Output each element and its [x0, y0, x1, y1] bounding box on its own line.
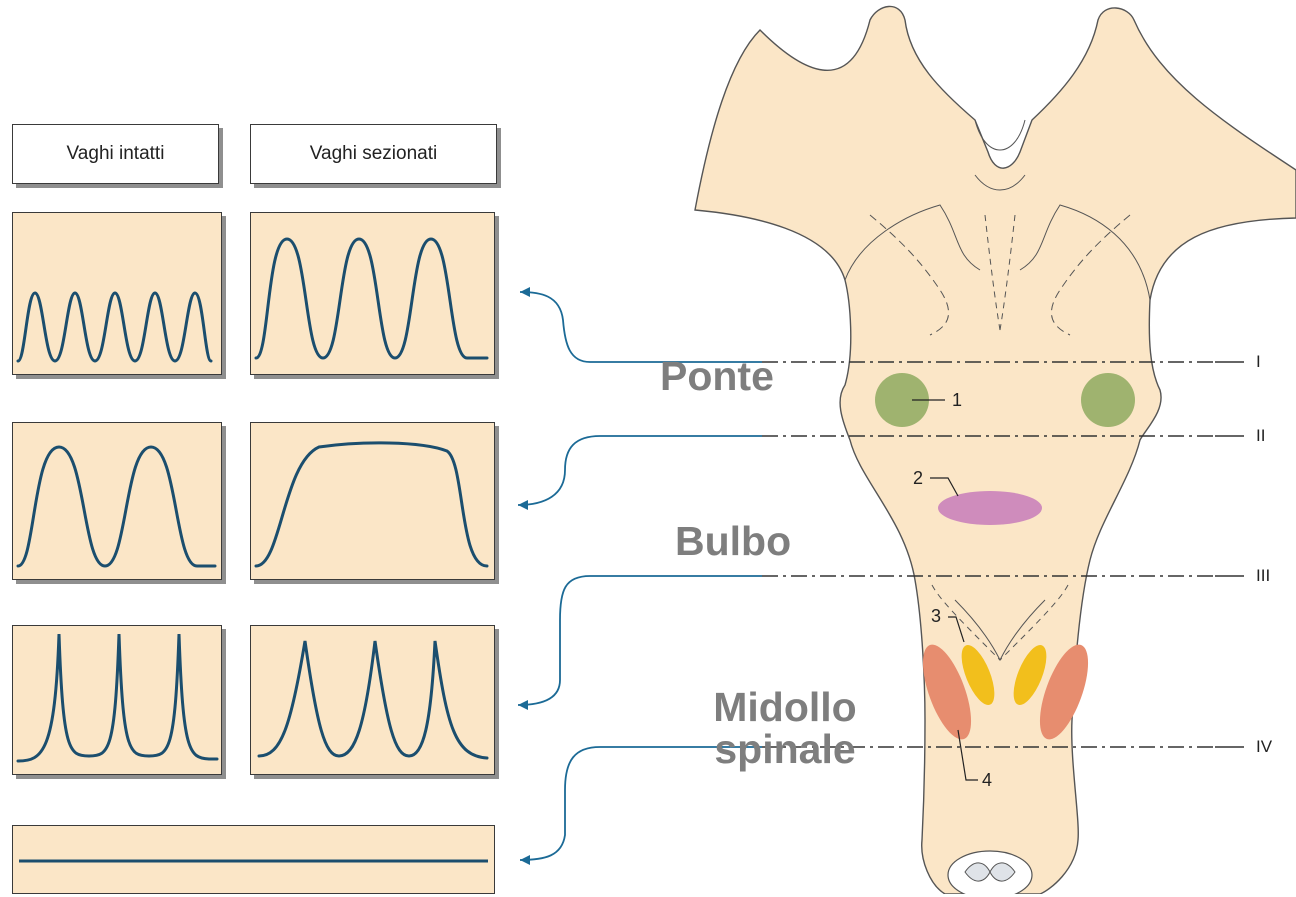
- region-label-spinal-line2: spinale: [690, 728, 880, 770]
- region-label-pons: Ponte: [660, 355, 810, 397]
- level-label-4: IV: [1256, 737, 1272, 757]
- level-label-1: I: [1256, 352, 1261, 372]
- level-label-2: II: [1256, 426, 1265, 446]
- level-label-3: III: [1256, 566, 1270, 586]
- structure-number-2: 2: [913, 468, 923, 488]
- structure-number-3: 3: [931, 606, 941, 626]
- structure-number-1: 1: [952, 390, 962, 410]
- region-label-medulla: Bulbo: [675, 520, 825, 562]
- structure-1-right: [1081, 373, 1135, 427]
- region-label-spinal-line1: Midollo: [690, 686, 880, 728]
- region-label-spinal-cord: Midollo spinale: [690, 686, 880, 770]
- structure-number-4: 4: [982, 770, 992, 790]
- structure-2: [938, 491, 1042, 525]
